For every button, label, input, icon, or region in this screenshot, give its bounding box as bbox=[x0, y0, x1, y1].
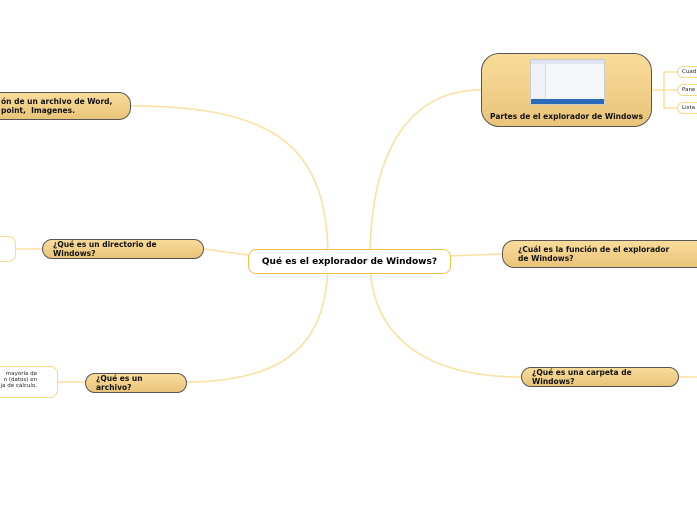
topic-word-file[interactable]: ón de un archivo de Word, point, Imagene… bbox=[0, 92, 131, 120]
topic-label: ¿Qué es un archivo? bbox=[96, 373, 143, 392]
subtopic-label: Pane bbox=[682, 87, 696, 93]
leaf-directorio[interactable] bbox=[0, 236, 16, 262]
topic-label: ón de un archivo de Word, point, Imagene… bbox=[1, 96, 113, 115]
windows-explorer-screenshot bbox=[530, 59, 605, 105]
topic-label: ¿Qué es una carpeta de Windows? bbox=[532, 367, 632, 386]
link-directorio bbox=[203, 248, 249, 256]
subtopic-label: Lista bbox=[682, 105, 695, 111]
topic-label: Partes de el explorador de Windows bbox=[490, 112, 643, 121]
topic-label: ¿Qué es un directorio de Windows? bbox=[53, 239, 157, 258]
subtopic-label: Cuad bbox=[682, 69, 697, 75]
topic-funcion[interactable]: ¿Cuál es la función de el explorador de … bbox=[502, 240, 697, 268]
topic-archivo[interactable]: ¿Qué es un archivo? bbox=[85, 373, 187, 393]
link-archivo bbox=[185, 259, 329, 383]
topic-directorio[interactable]: ¿Qué es un directorio de Windows? bbox=[42, 239, 204, 259]
leaf-archivo[interactable]: mayoría de n (datos) en ja de cálculo, bbox=[0, 366, 58, 398]
link-carpeta bbox=[369, 259, 522, 378]
topic-label: ¿Cuál es la función de el explorador de … bbox=[518, 244, 670, 263]
subtopic-lista[interactable]: Lista bbox=[677, 102, 697, 114]
topic-carpeta[interactable]: ¿Qué es una carpeta de Windows? bbox=[521, 367, 679, 387]
link-partes bbox=[369, 89, 482, 261]
subtopic-panel[interactable]: Pane bbox=[677, 84, 697, 96]
central-topic[interactable]: Qué es el explorador de Windows? bbox=[248, 249, 451, 274]
leaf-text: mayoría de n (datos) en ja de cálculo, bbox=[0, 371, 37, 389]
link-partes-children bbox=[652, 71, 677, 109]
central-topic-label: Qué es el explorador de Windows? bbox=[261, 256, 438, 267]
topic-partes[interactable]: Partes de el explorador de Windows bbox=[481, 53, 652, 127]
link-funcion bbox=[448, 253, 503, 257]
subtopic-cuadro[interactable]: Cuad bbox=[677, 66, 697, 78]
link-word bbox=[130, 105, 329, 261]
